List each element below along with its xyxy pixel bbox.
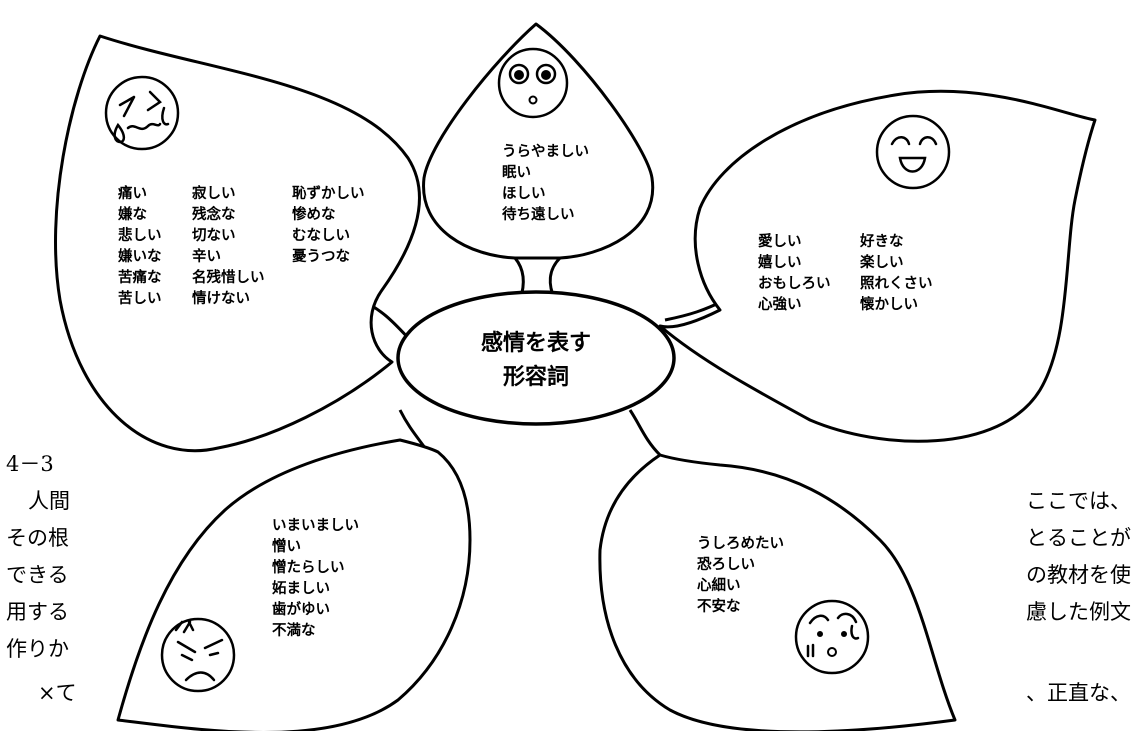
worried-face-icon xyxy=(794,599,870,675)
center-title-line1: 感情を表す xyxy=(481,330,591,356)
angry-word-list: いまいましい 憎い 憎たらしい 妬ましい 歯がゆい 不満な xyxy=(272,517,359,639)
body-text-fragment: とることが xyxy=(1026,526,1131,550)
adjective: 悲しい xyxy=(118,226,162,244)
adjective: 楽しい xyxy=(860,253,904,271)
leaf-happy xyxy=(658,89,1097,443)
adjective: 心細い xyxy=(697,576,741,594)
body-text-fragment: 慮した例文 xyxy=(1026,600,1131,624)
adjective: 恐ろしい xyxy=(697,556,755,573)
adjective: 恥ずかしい xyxy=(292,184,365,202)
adjective: 苦しい xyxy=(118,289,162,307)
body-text-fragment: 作りか xyxy=(6,637,69,661)
adjective: 嫌な xyxy=(118,205,147,223)
adjective: 好きな xyxy=(859,232,904,250)
body-text-fragment: できる xyxy=(6,563,69,587)
happy-word-list: 愛しい 嬉しい おもしろい 心強い 好きな 楽しい 照れくさい 懐かしい xyxy=(757,232,933,313)
leaf-worried xyxy=(598,453,957,731)
body-text-fragment: その根 xyxy=(6,526,69,550)
body-text-fragment: ×て xyxy=(38,681,77,705)
adjective: 心強い xyxy=(758,295,802,313)
adjective: 寂しい xyxy=(192,184,236,202)
adjective: 嫌いな xyxy=(118,247,162,265)
adjective: むなしい xyxy=(292,227,350,244)
adjective: 憎い xyxy=(272,537,301,555)
body-text-fragment: 人間 xyxy=(28,489,70,513)
background-text-left: 4－3 人間 その根 できる 用する 作りか ×て xyxy=(6,452,77,705)
angry-face-icon xyxy=(160,617,236,693)
adjective: 歯がゆい xyxy=(272,600,330,618)
adjective: うしろめたい xyxy=(697,535,784,552)
adjective: いまいましい xyxy=(272,517,359,534)
body-text-fragment: 、正直な、 xyxy=(1026,681,1131,705)
adjective: ほしい xyxy=(502,185,546,202)
adjective: 愛しい xyxy=(758,232,802,250)
center-title-line2: 形容詞 xyxy=(503,364,569,390)
adjective: 辛い xyxy=(192,247,221,265)
smiling-face-icon xyxy=(875,114,951,190)
adjective: 懐かしい xyxy=(860,295,918,313)
adjective: 不安な xyxy=(697,597,741,615)
surprise-word-list: うらやましい 眠い ほしい 待ち遠しい xyxy=(502,143,589,223)
sad-word-list: 痛い 嫌な 悲しい 嫌いな 苦痛な 苦しい 寂しい 残念な 切ない 辛い 名残惜… xyxy=(118,184,365,307)
adjective: 眠い xyxy=(502,164,531,181)
adjective: おもしろい xyxy=(758,275,831,292)
adjective: 憂うつな xyxy=(292,248,350,265)
leaf-surprise xyxy=(422,22,655,260)
adjective: 妬ましい xyxy=(272,579,330,597)
adjective: 情けない xyxy=(192,289,250,307)
body-text-fragment: の教材を使 xyxy=(1026,563,1131,587)
stem-bottom-right xyxy=(628,409,662,457)
adjective: 苦痛な xyxy=(118,268,162,286)
center-ellipse xyxy=(396,290,676,426)
adjective: 不満な xyxy=(272,621,316,639)
adjective: 待ち遠しい xyxy=(502,205,575,223)
section-number: 4－3 xyxy=(6,452,54,476)
surprised-face-icon xyxy=(497,47,569,119)
adjective: 切ない xyxy=(192,227,236,244)
adjective: 残念な xyxy=(192,205,236,223)
adjective: 憎たらしい xyxy=(272,558,345,576)
adjective: 嬉しい xyxy=(757,253,802,271)
crying-face-icon xyxy=(104,75,180,151)
adjective: 惨めな xyxy=(292,205,336,223)
body-text-fragment: ここでは、 xyxy=(1026,489,1131,513)
body-text-fragment: 用する xyxy=(6,600,69,624)
adjective: 名残惜しい xyxy=(192,268,265,286)
background-text-right: ここでは、 とることが の教材を使 慮した例文 、正直な、 xyxy=(1026,489,1131,705)
worried-word-list: うしろめたい 恐ろしい 心細い 不安な xyxy=(697,535,784,615)
adjective: 照れくさい xyxy=(860,275,933,292)
adjective: うらやましい xyxy=(502,143,589,160)
adjective: 痛い xyxy=(118,184,147,202)
